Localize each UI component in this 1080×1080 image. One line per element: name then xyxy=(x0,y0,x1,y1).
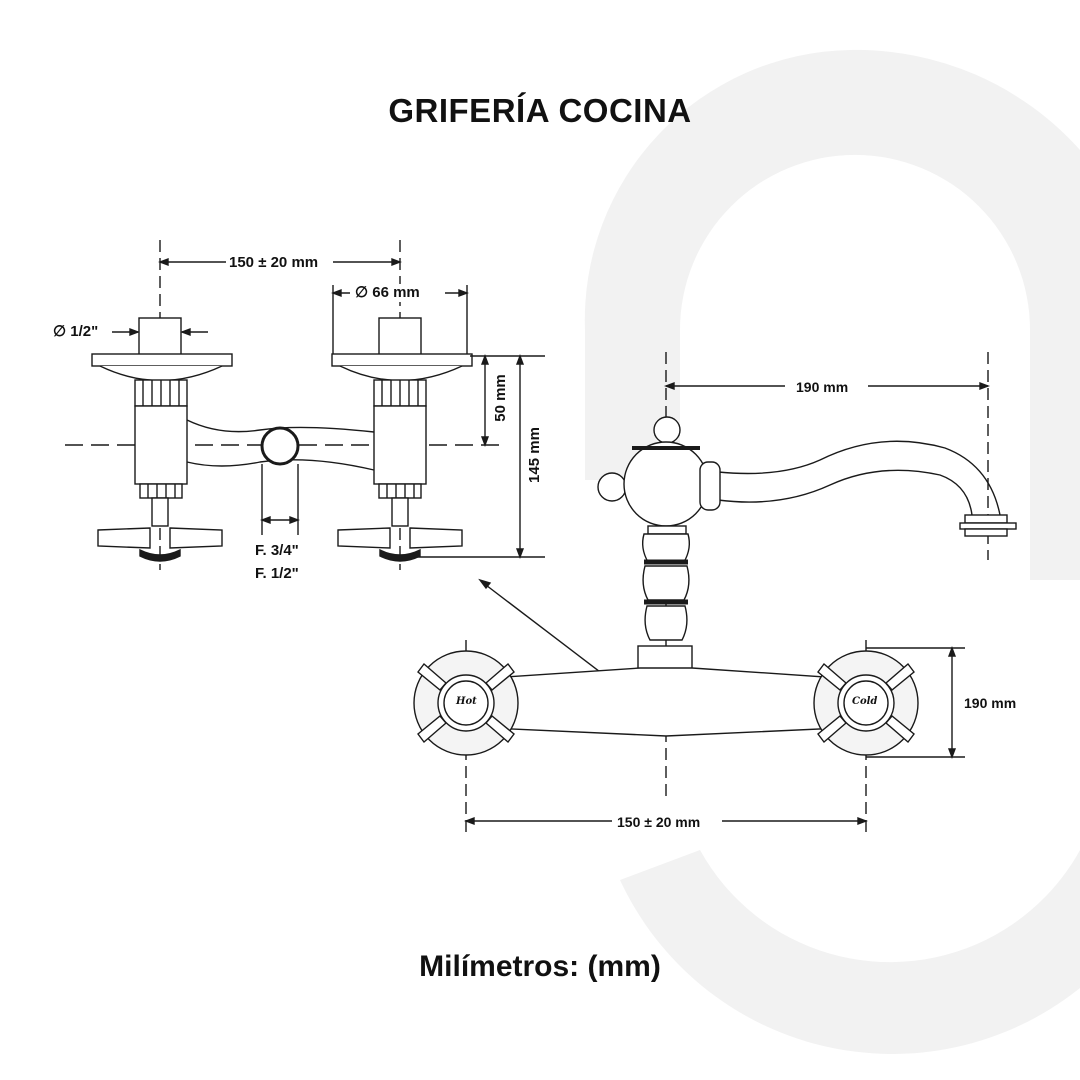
connection-primary: F. 3/4" xyxy=(255,542,299,559)
dimension-front-width: 150 ± 20 mm xyxy=(614,813,704,831)
dimension-front-height: 190 mm xyxy=(964,695,1017,711)
front-view xyxy=(413,352,1017,835)
dimension-base-diameter: ∅ 66 mm xyxy=(352,284,423,302)
units-footer: Milímetros: (mm) xyxy=(419,950,661,983)
handle-label-cold: Cold xyxy=(852,696,878,707)
diagram-title: GRIFERÍA COCINA xyxy=(388,92,692,129)
dimension-pipe-diameter: ∅ 1/2" xyxy=(50,323,102,341)
dimension-top-width: 150 ± 20 mm xyxy=(226,254,322,272)
dimension-total-height: 145 mm xyxy=(525,424,544,486)
handle-label-hot: Hot xyxy=(456,696,477,707)
dimension-outlet-height: 50 mm xyxy=(491,371,510,425)
top-view xyxy=(65,240,545,570)
dimension-spout-reach: 190 mm xyxy=(793,378,852,396)
connection-secondary: F. 1/2" xyxy=(255,565,299,582)
